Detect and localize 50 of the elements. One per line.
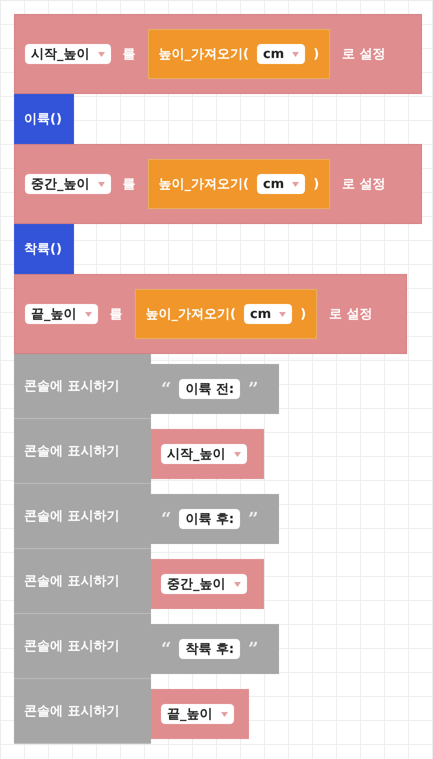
variable-block	[151, 559, 264, 609]
block-label: 를	[110, 306, 122, 323]
command-block: 이륙()	[14, 94, 74, 144]
function-call-block	[148, 29, 330, 79]
variable-block	[151, 429, 264, 479]
block-label: 로 설정	[342, 46, 386, 63]
block-label: 높이_가져오기(	[158, 176, 249, 193]
text-field: 착륙 후:	[179, 639, 240, 659]
quote-mark: “	[161, 638, 172, 660]
set-variable-block	[14, 274, 407, 354]
function-call-block	[148, 159, 330, 209]
print-block: 콘솔에 표시하기	[14, 484, 151, 549]
text-field: 이륙 전:	[179, 379, 240, 399]
print-block: 콘솔에 표시하기	[14, 419, 151, 484]
block-label: 로 설정	[342, 176, 386, 193]
block-label: 높이_가져오기(	[146, 306, 236, 323]
set-variable-block	[14, 14, 422, 94]
print-block: 콘솔에 표시하기	[14, 614, 151, 679]
dropdown-field: 끝_높이	[25, 304, 98, 324]
dropdown-field: 중간_높이	[161, 574, 246, 594]
block-label: )	[313, 46, 320, 62]
print-block: 콘솔에 표시하기	[14, 549, 151, 614]
block-label: )	[300, 306, 306, 322]
dropdown-field: 끝_높이	[161, 704, 234, 724]
quote-mark: ”	[248, 378, 258, 400]
dropdown-field: cm	[256, 174, 306, 194]
dropdown-field: cm	[256, 44, 306, 64]
dropdown-field: 시작_높이	[25, 44, 110, 64]
dropdown-field: 시작_높이	[161, 444, 246, 464]
block-label: 로 설정	[329, 306, 373, 323]
block-label: 를	[122, 46, 136, 63]
block-label: 높이_가져오기(	[158, 46, 249, 63]
print-block: 콘솔에 표시하기	[14, 354, 151, 419]
block-label: 를	[122, 176, 136, 193]
block-label: )	[313, 176, 320, 192]
dropdown-field: cm	[244, 304, 292, 324]
text-block	[151, 494, 279, 544]
text-block	[151, 364, 279, 414]
print-block: 콘솔에 표시하기	[14, 679, 151, 744]
variable-block	[151, 689, 249, 739]
set-variable-block	[14, 144, 422, 224]
quote-mark: “	[161, 378, 172, 400]
function-call-block	[134, 289, 318, 339]
quote-mark: ”	[248, 508, 258, 530]
quote-mark: ”	[248, 638, 258, 660]
text-block	[151, 624, 279, 674]
quote-mark: “	[161, 508, 172, 530]
text-field: 이륙 후:	[179, 509, 240, 529]
command-block: 착륙()	[14, 224, 74, 274]
dropdown-field: 중간_높이	[25, 174, 110, 194]
